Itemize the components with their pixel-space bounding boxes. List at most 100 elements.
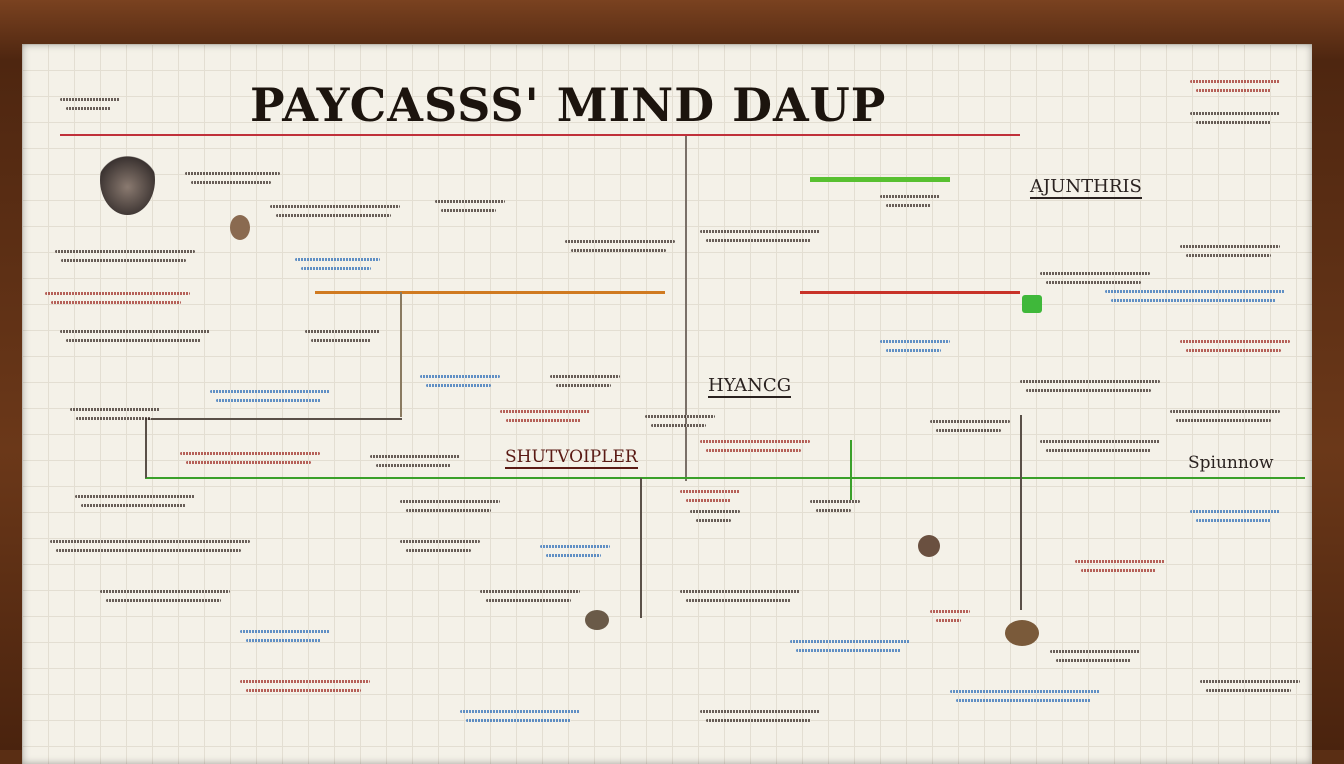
note-stroke xyxy=(301,267,371,270)
note-stroke xyxy=(56,549,241,552)
note-stroke xyxy=(810,500,860,503)
branch-mid-vertical xyxy=(640,478,642,618)
note-stroke xyxy=(1020,380,1160,383)
note-stroke xyxy=(466,719,571,722)
note-stroke xyxy=(406,549,471,552)
note-stroke xyxy=(706,239,811,242)
note-stroke xyxy=(550,375,620,378)
note-stroke xyxy=(936,429,1001,432)
note-stroke xyxy=(305,330,380,333)
note-stroke xyxy=(700,440,810,443)
note-stroke xyxy=(950,690,1100,693)
globe-icon xyxy=(918,535,940,557)
note-stroke xyxy=(66,339,201,342)
note-stroke xyxy=(706,719,811,722)
note-stroke xyxy=(700,230,820,233)
node-label-spiunnow: Spiunnow xyxy=(1188,453,1274,473)
note-stroke xyxy=(370,455,460,458)
note-stroke xyxy=(930,610,970,613)
green-arrow-top xyxy=(810,177,950,182)
note-stroke xyxy=(651,424,706,427)
note-stroke xyxy=(1056,659,1131,662)
note-stroke xyxy=(311,339,371,342)
note-stroke xyxy=(400,500,500,503)
note-stroke xyxy=(1046,281,1141,284)
note-stroke xyxy=(1040,272,1150,275)
note-stroke xyxy=(295,258,380,261)
coffee-grinder-icon xyxy=(100,145,155,215)
note-stroke xyxy=(796,649,901,652)
note-stroke xyxy=(61,259,186,262)
node-label-ajunthris: AJUNTHRIS xyxy=(1030,176,1142,199)
note-stroke xyxy=(45,292,190,295)
orange-main-branch xyxy=(315,291,665,294)
note-stroke xyxy=(270,205,400,208)
note-stroke xyxy=(1176,419,1271,422)
note-stroke xyxy=(460,710,580,713)
note-stroke xyxy=(66,107,111,110)
note-stroke xyxy=(480,590,580,593)
node-label-hyancg: HYANCG xyxy=(708,375,792,398)
note-stroke xyxy=(60,330,210,333)
note-stroke xyxy=(76,417,151,420)
note-stroke xyxy=(100,590,230,593)
note-stroke xyxy=(790,640,910,643)
note-stroke xyxy=(1046,449,1151,452)
note-stroke xyxy=(700,710,820,713)
note-stroke xyxy=(55,250,195,253)
note-stroke xyxy=(1196,121,1271,124)
note-stroke xyxy=(186,461,311,464)
note-stroke xyxy=(1026,389,1151,392)
note-stroke xyxy=(540,545,610,548)
note-stroke xyxy=(1081,569,1156,572)
note-stroke xyxy=(1170,410,1280,413)
note-stroke xyxy=(1040,440,1160,443)
note-stroke xyxy=(180,452,320,455)
note-stroke xyxy=(1050,650,1140,653)
branch-green-vertical xyxy=(850,440,852,500)
note-stroke xyxy=(1200,680,1300,683)
note-stroke xyxy=(886,349,941,352)
note-stroke xyxy=(1206,689,1291,692)
note-stroke xyxy=(645,415,715,418)
note-stroke xyxy=(376,464,451,467)
green-main-branch xyxy=(145,477,1305,479)
note-stroke xyxy=(435,200,505,203)
note-stroke xyxy=(571,249,666,252)
note-stroke xyxy=(565,240,675,243)
note-stroke xyxy=(81,504,186,507)
whiteboard xyxy=(22,44,1312,764)
red-main-branch xyxy=(800,291,1020,294)
note-stroke xyxy=(50,540,250,543)
note-stroke xyxy=(880,195,940,198)
note-stroke xyxy=(546,554,601,557)
note-stroke xyxy=(1186,349,1281,352)
central-vertical-divider xyxy=(685,136,687,481)
note-stroke xyxy=(400,540,480,543)
note-stroke xyxy=(706,449,801,452)
note-stroke xyxy=(1111,299,1276,302)
note-stroke xyxy=(60,98,120,101)
green-node-icon xyxy=(1022,295,1042,313)
note-stroke xyxy=(500,410,590,413)
note-stroke xyxy=(696,519,731,522)
note-stroke xyxy=(240,680,370,683)
note-stroke xyxy=(51,301,181,304)
note-stroke xyxy=(1196,519,1271,522)
note-stroke xyxy=(880,340,950,343)
note-stroke xyxy=(106,599,221,602)
note-stroke xyxy=(441,209,496,212)
note-stroke xyxy=(185,172,280,175)
note-stroke xyxy=(1180,340,1290,343)
note-stroke xyxy=(1190,80,1280,83)
note-stroke xyxy=(420,375,500,378)
branch-right-vertical xyxy=(1020,415,1022,610)
note-stroke xyxy=(240,630,330,633)
note-stroke xyxy=(690,510,740,513)
note-stroke xyxy=(70,408,160,411)
note-stroke xyxy=(680,490,740,493)
bell-icon xyxy=(230,215,250,240)
branch-left-horizontal xyxy=(145,418,402,420)
note-stroke xyxy=(1105,290,1285,293)
bowl-icon xyxy=(1005,620,1039,646)
